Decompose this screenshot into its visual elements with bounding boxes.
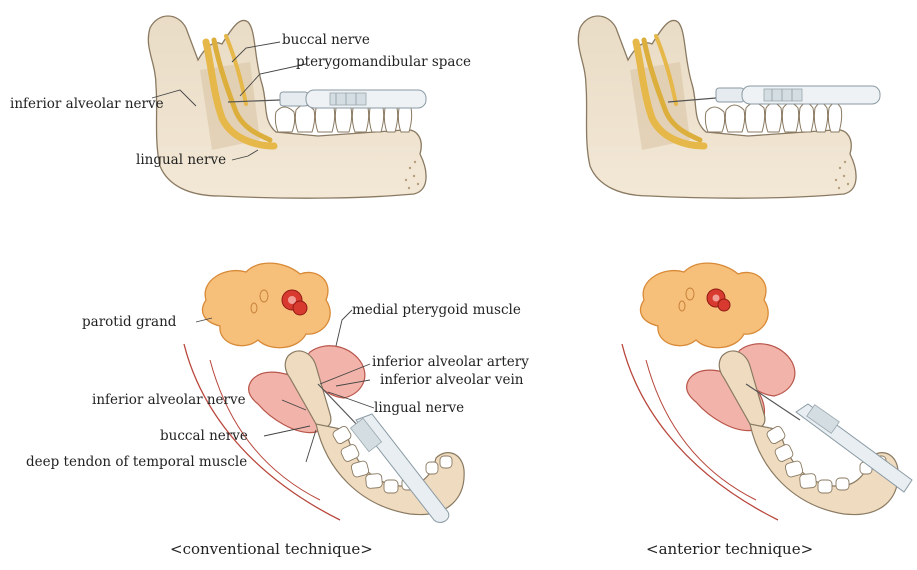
label-pterygomandibular-space: pterygomandibular space	[296, 54, 471, 70]
label-deep-tendon: deep tendon of temporal muscle	[26, 454, 247, 470]
vessel-icon-right-2	[718, 299, 730, 311]
label-inferior-alveolar-nerve-bottom: inferior alveolar nerve	[92, 392, 246, 408]
label-lingual-nerve-bottom: lingual nerve	[374, 400, 464, 416]
label-inferior-alveolar-vein: inferior alveolar vein	[380, 372, 524, 388]
caption-conventional: <conventional technique>	[170, 540, 373, 558]
parotid-gland-right	[640, 263, 768, 348]
teeth-row-right	[705, 103, 841, 132]
cross-section-anterior	[622, 263, 912, 520]
label-inferior-alveolar-artery: inferior alveolar artery	[372, 354, 529, 370]
label-lingual-nerve-top: lingual nerve	[136, 152, 226, 168]
parotid-gland	[202, 263, 330, 348]
vessel-icon-2	[293, 301, 307, 315]
label-inferior-alveolar-nerve-top: inferior alveolar nerve	[10, 96, 164, 112]
caption-anterior: <anterior technique>	[646, 540, 813, 558]
label-buccal-nerve-bottom: buccal nerve	[160, 428, 248, 444]
mandible-anterior	[578, 16, 880, 198]
vessel-lumen-right	[713, 295, 720, 302]
label-parotid-grand: parotid grand	[82, 314, 176, 330]
label-medial-pterygoid-muscle: medial pterygoid muscle	[352, 302, 521, 318]
syringe-anterior-top	[668, 86, 880, 104]
label-buccal-nerve-top: buccal nerve	[282, 32, 370, 48]
